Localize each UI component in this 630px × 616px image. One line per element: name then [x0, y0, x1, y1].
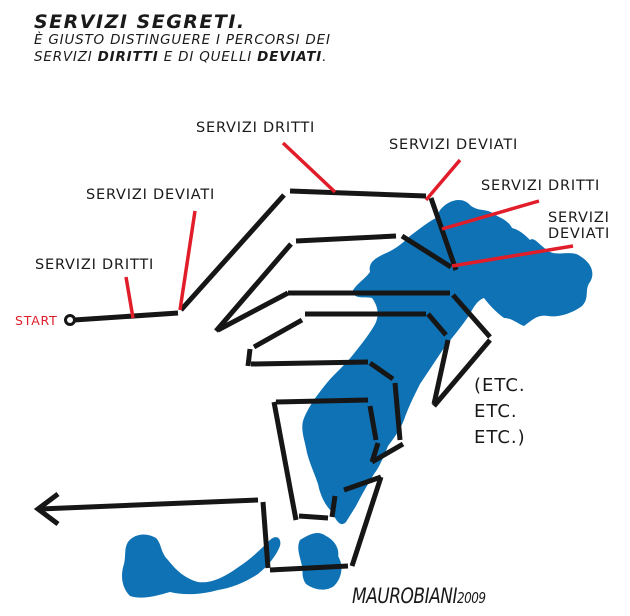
label-servizi-deviati-3-line2: DEVIATI	[548, 226, 611, 242]
subtitle-text: SERVIZI	[34, 49, 98, 65]
etc-line: (ETC.	[474, 375, 526, 396]
label-servizi-dritti-2: SERVIZI DRITTI	[196, 120, 316, 136]
etc-annotation: (ETC. ETC. ETC.)	[474, 373, 526, 451]
etc-line: ETC.)	[474, 427, 526, 448]
label-servizi-deviati-3-line1: SERVIZI	[548, 210, 610, 226]
label-servizi-deviati-1: SERVIZI DEVIATI	[86, 187, 216, 203]
label-pointers	[124, 141, 574, 319]
header: SERVIZI SEGRETI. È GIUSTO DISTINGUERE I …	[34, 12, 331, 66]
signature-year: 2009	[456, 589, 486, 607]
cartoon-subtitle-line2: SERVIZI DIRITTI E DI QUELLI DEVIATI.	[34, 49, 331, 66]
subtitle-text: .	[322, 49, 328, 65]
etc-line: ETC.	[474, 401, 518, 422]
subtitle-bold-diritti: DIRITTI	[97, 49, 159, 65]
maze-path	[33, 188, 492, 573]
label-servizi-dritti-1: SERVIZI DRITTI	[35, 257, 155, 273]
artist-signature: MAUROBIANI2009	[352, 584, 486, 609]
label-servizi-deviati-2: SERVIZI DEVIATI	[389, 137, 519, 153]
subtitle-bold-deviati: DEVIATI	[257, 49, 323, 65]
start-node-icon	[64, 314, 76, 326]
subtitle-text: E DI QUELLI	[158, 49, 258, 65]
cartoon-title: SERVIZI SEGRETI.	[34, 11, 246, 33]
start-label: START	[15, 313, 58, 328]
signature-name: MAUROBIANI	[352, 584, 457, 609]
cartoon-subtitle-line1: È GIUSTO DISTINGUERE I PERCORSI DEI	[34, 32, 331, 48]
label-servizi-dritti-3: SERVIZI DRITTI	[481, 178, 601, 194]
